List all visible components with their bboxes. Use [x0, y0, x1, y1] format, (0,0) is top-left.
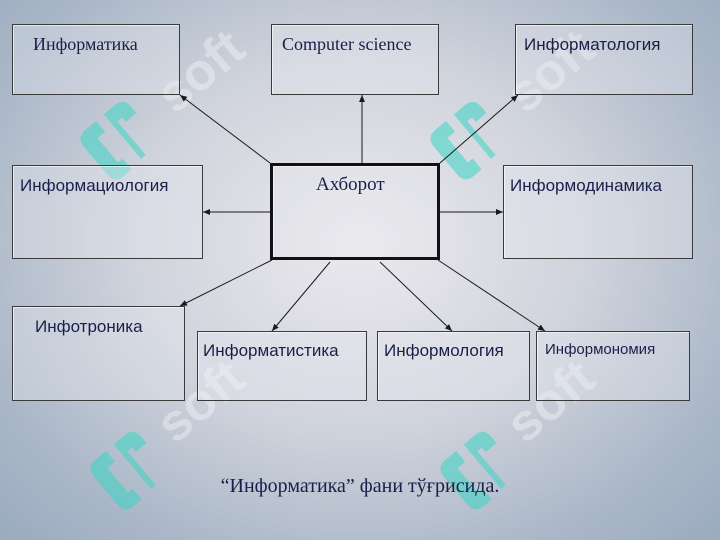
node-infotronika: Инфотроника — [12, 306, 185, 401]
node-label: Computer science — [282, 34, 412, 54]
arrow-to-informologiya — [379, 261, 453, 332]
node-informatika: Информатика — [12, 24, 180, 95]
node-informonomiya: Информономия — [536, 331, 690, 401]
slide-caption: “Информатика” фани тўғрисида. — [220, 475, 500, 497]
node-label: Информатистика — [203, 341, 339, 360]
node-label: Информациология — [20, 176, 169, 195]
node-informatsiologiya: Информациология — [12, 165, 203, 259]
node-label: Информология — [384, 341, 504, 360]
arrow-to-informatistika — [271, 261, 331, 332]
node-label: Информатология — [524, 35, 661, 54]
node-informologiya: Информология — [377, 331, 530, 401]
node-informodinamika: Информодинамика — [503, 165, 693, 259]
watermark-logo-icon — [440, 431, 506, 510]
node-label: Информономия — [545, 341, 656, 358]
center-label: Ахборот — [316, 174, 385, 195]
node-informatistika: Информатистика — [197, 331, 367, 401]
node-label: Информатика — [33, 34, 138, 54]
arrow-to-informatologiya — [439, 94, 519, 164]
arrow-to-infotronika — [179, 259, 273, 307]
node-informatologiya: Информатология — [515, 24, 693, 95]
node-label: Информодинамика — [510, 176, 662, 195]
node-center-axborot: Ахборот — [270, 163, 440, 260]
node-computer-science: Computer science — [271, 24, 439, 95]
node-label: Инфотроника — [35, 317, 143, 336]
arrow-to-informonomiya — [437, 259, 546, 332]
arrow-to-informatika — [179, 94, 271, 164]
watermark-logo-icon — [90, 431, 156, 510]
